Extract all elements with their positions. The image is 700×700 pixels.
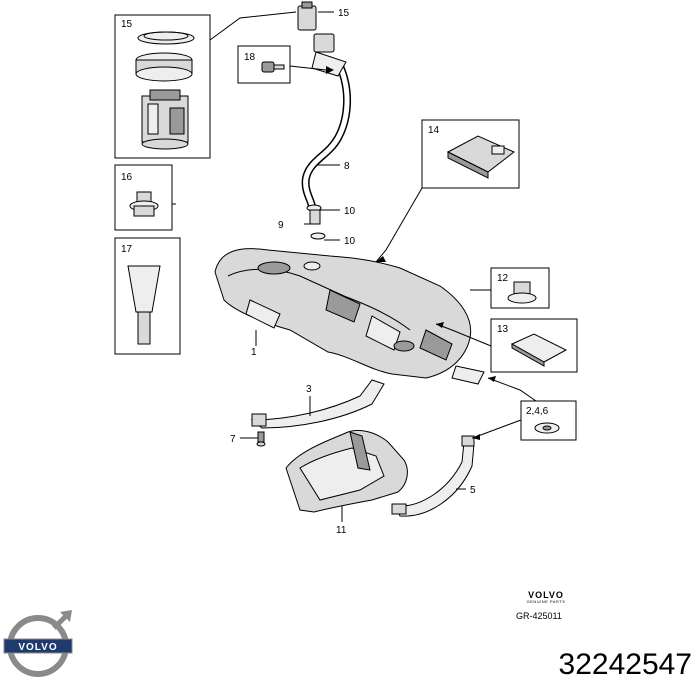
control-module-14-part <box>446 135 515 179</box>
volvo-logo-icon: VOLVO <box>3 610 73 677</box>
callout-9: 9 <box>278 220 284 231</box>
callout-15-box: 15 <box>121 19 133 30</box>
leader-lines <box>172 11 537 522</box>
callout-16: 16 <box>121 172 133 183</box>
connector-15-part <box>297 1 347 77</box>
bolt-18-part <box>261 61 285 73</box>
diagram-reference: GR-425011 <box>516 611 562 621</box>
callout-5: 5 <box>470 485 476 496</box>
strap-5-part <box>391 435 475 517</box>
callout-14: 14 <box>428 125 440 136</box>
inset-box-15 <box>114 14 211 159</box>
fuel-pump-module-part <box>141 89 189 150</box>
callout-246: 2,4,6 <box>526 406 549 417</box>
inset-box-12 <box>490 267 550 309</box>
inset-box-18 <box>237 45 291 84</box>
callout-7: 7 <box>230 434 236 445</box>
funnel-17-part <box>127 265 161 345</box>
callout-8: 8 <box>344 161 350 172</box>
callout-11: 11 <box>336 525 347 536</box>
filler-hose-8-part <box>301 60 351 208</box>
callout-3: 3 <box>306 384 312 395</box>
nut-12-part <box>507 281 537 304</box>
pad-13-part <box>510 333 568 367</box>
callout-10-upper: 10 <box>344 206 356 217</box>
clamp-9-10-part <box>306 204 326 240</box>
logo-wordmark: VOLVO <box>18 642 57 653</box>
part-number: 32242547 <box>558 648 692 681</box>
callout-18: 18 <box>244 52 256 63</box>
strap-3-part <box>250 379 385 429</box>
fuel-pump-seal-part <box>135 52 193 82</box>
callout-13: 13 <box>497 324 509 335</box>
fuel-tank-1-part <box>214 248 485 385</box>
inset-box-14 <box>421 119 520 189</box>
callout-15-connector: 15 <box>338 8 350 19</box>
inset-box-16 <box>114 164 173 231</box>
brand-word: VOLVO <box>528 590 564 600</box>
heat-shield-11-part <box>285 429 408 513</box>
callout-10-lower: 10 <box>344 236 356 247</box>
callout-17: 17 <box>121 244 133 255</box>
fuel-pump-ring-part <box>137 31 195 45</box>
volvo-genuine-parts-mark: VOLVO GENUINE PARTS <box>516 590 576 604</box>
bolt-7-part <box>256 431 266 447</box>
callout-1: 1 <box>251 347 257 358</box>
inset-box-17 <box>114 237 181 355</box>
callout-12: 12 <box>497 273 509 284</box>
nut-16-part <box>129 191 159 217</box>
washer-246-part <box>534 422 560 434</box>
brand-subline: GENUINE PARTS <box>526 599 566 604</box>
